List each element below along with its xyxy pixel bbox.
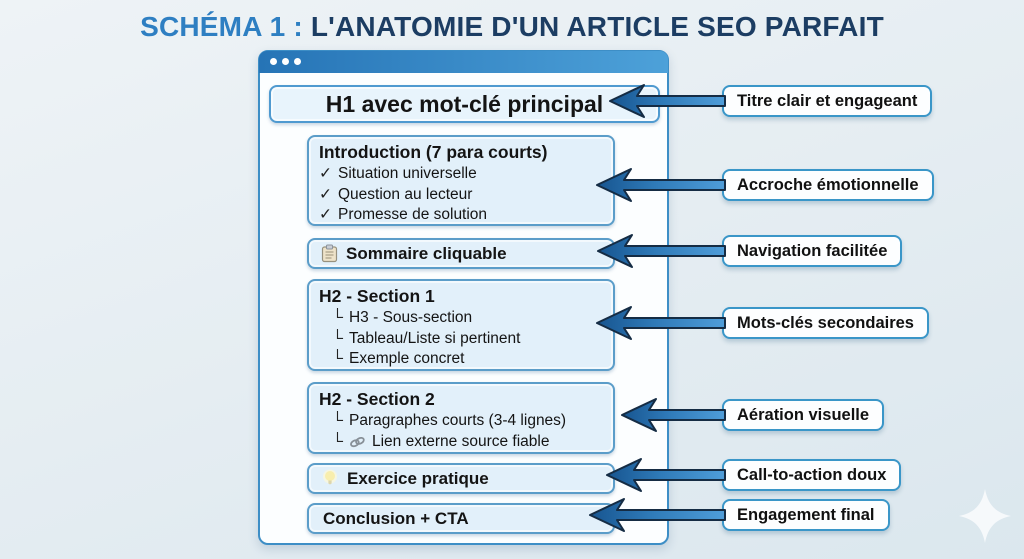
annotation-label: Engagement final xyxy=(737,505,875,524)
h1-box-label: H1 avec mot-clé principal xyxy=(325,90,604,117)
intro-box-title: Introduction (7 para courts) xyxy=(319,142,548,162)
list-item: └ Tableau/Liste si pertinent xyxy=(319,329,603,350)
tree-branch-icon: └ xyxy=(332,329,343,347)
conclusion-box: Conclusion + CTA xyxy=(307,503,615,534)
page-title: SCHÉMA 1 : L'ANATOMIE D'UN ARTICLE SEO P… xyxy=(0,11,1024,43)
annotation-aeration: Aération visuelle xyxy=(722,399,885,431)
page-title-main: L'ANATOMIE D'UN ARTICLE SEO PARFAIT xyxy=(310,11,884,42)
bulb-icon xyxy=(323,469,337,485)
page-title-prefix: SCHÉMA 1 : xyxy=(140,11,311,42)
annotation-cta-doux: Call-to-action doux xyxy=(722,459,902,491)
window-title-bar xyxy=(259,51,668,73)
section2-box: H2 - Section 2 └ Paragraphes courts (3-4… xyxy=(307,382,615,454)
exercice-box: Exercice pratique xyxy=(307,463,615,494)
exercice-box-label: Exercice pratique xyxy=(347,468,489,488)
conclusion-box-label: Conclusion + CTA xyxy=(323,508,469,528)
list-item-text: Promesse de solution xyxy=(338,206,488,223)
annotation-label: Mots-clés secondaires xyxy=(737,313,914,332)
annotation-titre: Titre clair et engageant xyxy=(722,85,933,117)
section2-box-title: H2 - Section 2 xyxy=(319,389,435,409)
tree-branch-icon: └ xyxy=(332,350,343,367)
browser-window: H1 avec mot-clé principal Introduction (… xyxy=(258,50,669,545)
check-icon: ✓ xyxy=(319,185,332,203)
list-item-text: Situation universelle xyxy=(338,165,477,182)
list-item: └ Paragraphes courts (3-4 lignes) xyxy=(319,411,603,432)
annotation-navigation: Navigation facilitée xyxy=(722,235,903,267)
list-item: └ Exemple concret xyxy=(319,349,603,370)
list-item: ✓ Question au lecteur xyxy=(319,185,603,206)
annotation-label: Aération visuelle xyxy=(737,405,870,424)
link-icon xyxy=(350,436,365,447)
list-item-text: Paragraphes courts (3-4 lignes) xyxy=(348,412,567,429)
sommaire-box-label: Sommaire cliquable xyxy=(346,243,507,263)
clipboard-icon xyxy=(321,244,338,263)
section1-box-title: H2 - Section 1 xyxy=(319,286,435,306)
list-item-text: H3 - Sous-section xyxy=(348,309,473,326)
tree-branch-icon: └ xyxy=(332,309,343,326)
tree-branch-icon: └ xyxy=(332,432,343,450)
h1-box: H1 avec mot-clé principal xyxy=(269,85,660,123)
list-item-text: Lien externe source fiable xyxy=(371,432,550,450)
annotation-label: Navigation facilitée xyxy=(737,241,888,260)
list-item-text: Tableau/Liste si pertinent xyxy=(348,329,521,347)
annotation-label: Titre clair et engageant xyxy=(737,91,918,110)
check-icon: ✓ xyxy=(319,206,332,223)
annotation-label: Call-to-action doux xyxy=(737,465,887,484)
annotation-label: Accroche émotionnelle xyxy=(737,175,919,194)
list-item: ✓ Situation universelle xyxy=(319,164,603,185)
window-controls xyxy=(270,58,301,65)
list-item: ✓ Promesse de solution xyxy=(319,205,603,226)
window-dot-icon xyxy=(294,58,301,65)
window-dot-icon xyxy=(282,58,289,65)
sommaire-box: Sommaire cliquable xyxy=(307,238,615,269)
annotation-accroche: Accroche émotionnelle xyxy=(722,169,934,201)
list-item-text: Exemple concret xyxy=(348,350,465,367)
intro-box: Introduction (7 para courts) ✓ Situation… xyxy=(307,135,615,226)
section1-box: H2 - Section 1 └ H3 - Sous-section └ Tab… xyxy=(307,279,615,371)
window-dot-icon xyxy=(270,58,277,65)
list-item: └ Lien externe source fiable xyxy=(319,432,603,453)
list-item-text: Question au lecteur xyxy=(338,185,473,203)
list-item: └ H3 - Sous-section xyxy=(319,308,603,329)
annotation-engagement: Engagement final xyxy=(722,499,890,531)
tree-branch-icon: └ xyxy=(332,412,343,429)
annotation-mots-cles: Mots-clés secondaires xyxy=(722,307,929,339)
check-icon: ✓ xyxy=(319,165,332,182)
